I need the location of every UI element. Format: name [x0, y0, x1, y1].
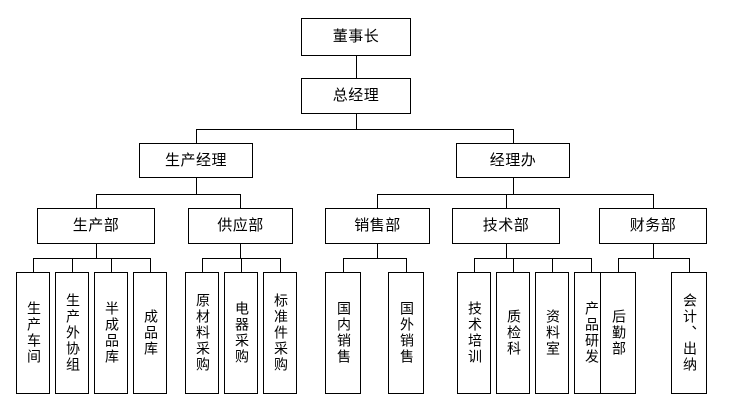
connector-pm-stem	[196, 178, 197, 194]
connector-pd-child-2	[72, 258, 73, 272]
connector-pm-bus	[96, 194, 241, 195]
node-raw-material-purchasing[interactable]: 原材料采购	[185, 272, 219, 394]
connector-sd-child-2	[241, 258, 242, 272]
connector-chairman-to-gm	[356, 56, 357, 78]
node-production-manager[interactable]: 生产经理	[139, 143, 253, 178]
connector-sales-child-1	[343, 258, 344, 272]
node-finance-dept[interactable]: 财务部	[599, 208, 707, 244]
node-manager-office[interactable]: 经理办	[456, 143, 570, 178]
node-production-dept[interactable]: 生产部	[37, 208, 155, 244]
node-standard-parts-purchasing[interactable]: 标准件采购	[263, 272, 297, 394]
connector-finance-dept-stem	[653, 244, 654, 258]
node-overseas-sales[interactable]: 国外销售	[388, 272, 424, 394]
connector-td-child-3	[552, 258, 553, 272]
connector-technical-dept-bus	[474, 258, 591, 259]
node-production-workshop[interactable]: 生产车间	[16, 272, 50, 394]
connector-sd-child-1	[202, 258, 203, 272]
connector-technical-dept-stem	[506, 244, 507, 258]
node-chairman[interactable]: 董事长	[301, 18, 411, 56]
connector-to-manager-office	[513, 129, 514, 143]
node-electrical-purchasing[interactable]: 电器采购	[224, 272, 258, 394]
node-accounting-cashier[interactable]: 会计、出纳	[671, 272, 707, 394]
connector-production-dept-bus	[33, 258, 150, 259]
connector-td-child-1	[474, 258, 475, 272]
connector-to-production-manager	[196, 129, 197, 143]
connector-pd-child-4	[150, 258, 151, 272]
node-supply-dept[interactable]: 供应部	[188, 208, 293, 244]
node-technical-dept[interactable]: 技术部	[452, 208, 560, 244]
node-logistics-dept[interactable]: 后勤部	[600, 272, 636, 394]
connector-mo-bus	[377, 194, 653, 195]
connector-production-dept-stem	[96, 244, 97, 258]
connector-supply-dept-stem	[240, 244, 241, 258]
connector-pm-to-supply-dept	[240, 194, 241, 208]
connector-fd-child-2	[689, 258, 690, 272]
connector-sales-child-2	[406, 258, 407, 272]
node-production-outsourcing-group[interactable]: 生产外协组	[55, 272, 89, 394]
connector-sd-child-3	[280, 258, 281, 272]
node-technical-training[interactable]: 技术培训	[457, 272, 491, 394]
connector-level3-bus	[196, 129, 513, 130]
connector-finance-dept-bus	[618, 258, 689, 259]
connector-sales-dept-stem	[377, 244, 378, 258]
connector-td-child-2	[513, 258, 514, 272]
node-sales-dept[interactable]: 销售部	[325, 208, 430, 244]
node-semi-finished-warehouse[interactable]: 半成品库	[94, 272, 128, 394]
connector-fd-child-1	[618, 258, 619, 272]
connector-gm-stem	[356, 114, 357, 129]
connector-pm-to-production-dept	[96, 194, 97, 208]
connector-pd-child-1	[33, 258, 34, 272]
connector-mo-to-finance-dept	[653, 194, 654, 208]
connector-mo-to-sales-dept	[377, 194, 378, 208]
connector-pd-child-3	[111, 258, 112, 272]
node-general-manager[interactable]: 总经理	[301, 78, 411, 114]
node-quality-inspection[interactable]: 质检科	[496, 272, 530, 394]
node-finished-warehouse[interactable]: 成品库	[133, 272, 167, 394]
connector-td-child-4	[591, 258, 592, 272]
node-archives-room[interactable]: 资料室	[535, 272, 569, 394]
node-domestic-sales[interactable]: 国内销售	[325, 272, 361, 394]
connector-sales-dept-bus	[343, 258, 406, 259]
connector-mo-stem	[513, 178, 514, 194]
connector-mo-to-technical-dept	[506, 194, 507, 208]
